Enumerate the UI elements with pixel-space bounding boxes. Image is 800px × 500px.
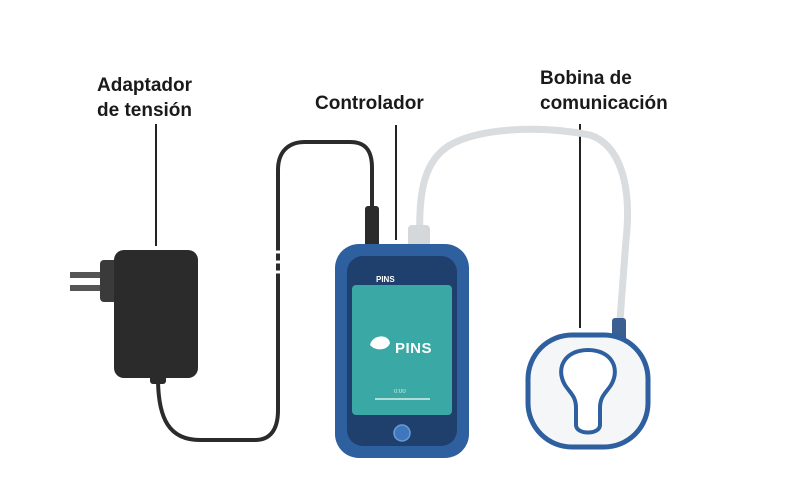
controller-screen: [352, 285, 452, 415]
adapter-label-line-2: de tensión: [97, 100, 193, 121]
plug-prongs-icon: [70, 272, 106, 278]
device-brand-small: PINS: [376, 275, 395, 284]
device-screen-readout: 0:00: [394, 389, 406, 395]
coil-icon: [559, 347, 617, 435]
adapter-label-line-1: Adaptador: [97, 75, 192, 96]
coil-label-line-2: comunicación: [540, 93, 668, 114]
adapter-cable: [156, 140, 374, 442]
controller-label: Controlador: [315, 93, 424, 114]
coil-label: Bobina de comunicación: [540, 66, 668, 116]
coil-label-line-1: Bobina de: [540, 68, 632, 89]
coil-cable: [416, 125, 631, 324]
communication-coil: [525, 318, 651, 450]
home-button-icon: [393, 424, 411, 442]
adapter-label: Adaptador de tensión: [97, 73, 192, 123]
power-adapter: [70, 250, 198, 384]
device-brand-main: PINS: [395, 340, 433, 357]
cable-tie-marks: [271, 250, 285, 274]
dc-plug: [365, 206, 379, 252]
controller-device: [335, 244, 469, 458]
pins-logo-icon: [370, 336, 390, 350]
